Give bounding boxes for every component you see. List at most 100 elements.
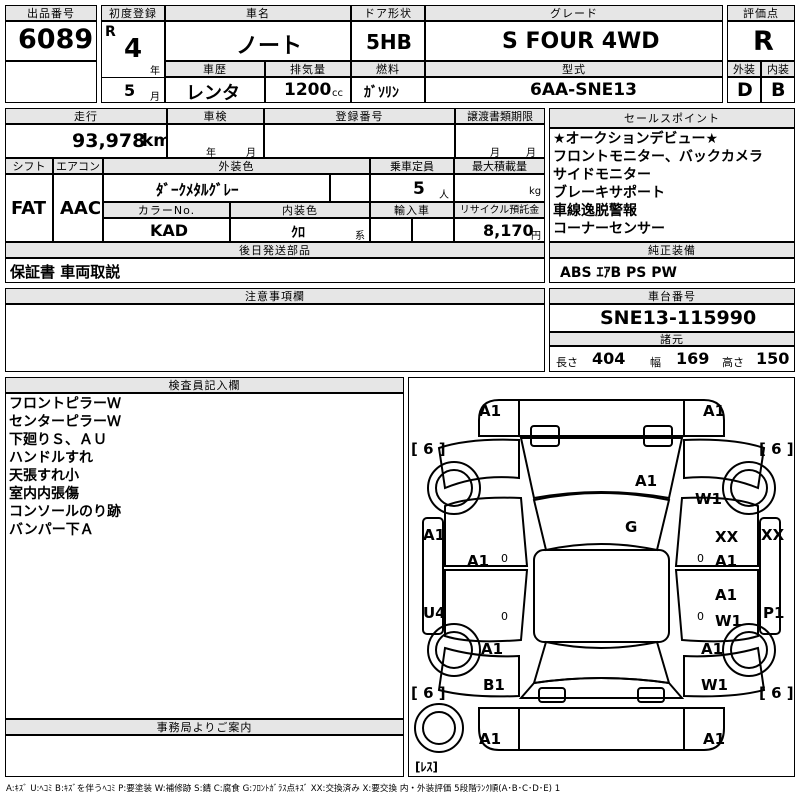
damage-mark: B1	[483, 676, 505, 694]
equipment-value: ABS ｴｱB PS PW	[560, 265, 677, 281]
caution-label: 注意事項欄	[5, 288, 545, 304]
inspection-label: 車検	[167, 108, 264, 124]
sales-points-box: ★オークションデビュー★フロントモニター、バックカメラサイドモニターブレーキサポ…	[549, 128, 795, 242]
recycle-fee-label: リサイクル預託金	[454, 202, 545, 218]
damage-mark: A1	[635, 472, 658, 490]
person-unit: 人	[439, 190, 449, 201]
sales-point-item: ★オークションデビュー★	[553, 131, 719, 147]
dimensions-label: 諸元	[549, 332, 795, 346]
int-color-label: 内装色	[230, 202, 370, 218]
handle-mark: 0	[501, 610, 508, 623]
inspector-label: 検査員記入欄	[5, 377, 404, 393]
interior-label: 内装	[761, 61, 795, 77]
reg-no-cell	[264, 124, 455, 158]
cc-unit: cc	[332, 88, 343, 99]
length-label: 長さ	[556, 356, 578, 369]
aircon-value: AAC	[60, 198, 102, 219]
ext-color-cell: ﾀﾞｰｸﾒﾀﾙｸﾞﾚｰ	[103, 174, 330, 202]
sales-point-item: コーナーセンサー	[553, 221, 665, 237]
width-label: 幅	[650, 356, 661, 369]
km-unit: km	[142, 131, 172, 151]
max-load-cell: kg	[454, 174, 545, 202]
fuel-label: 燃料	[351, 61, 425, 77]
history-cell: レンタ	[165, 77, 265, 104]
damage-mark: A1	[701, 640, 724, 658]
ext-color-label: 外装色	[103, 158, 370, 174]
exterior-value: D	[737, 79, 753, 101]
damage-mark: W1	[715, 612, 742, 630]
car-diagram: [ 6 ] [ 6 ] [ 6 ] [ 6 ] [ﾚｽ] A1 A1 A1 W1…	[408, 377, 795, 777]
height-label: 高さ	[722, 356, 744, 369]
sales-point-item: 車線逸脱警報	[553, 203, 637, 219]
transfer-month-unit: 月	[490, 148, 500, 159]
width-value: 169	[676, 349, 710, 368]
inspection-month-unit: 月	[246, 148, 256, 159]
damage-mark: A1	[479, 730, 502, 748]
inspection-year-unit: 年	[206, 148, 216, 159]
int-color-value: ｸﾛ	[291, 225, 305, 241]
grade-label: グレード	[425, 5, 723, 21]
model-label: 型式	[425, 61, 723, 77]
displacement-label: 排気量	[265, 61, 351, 77]
damage-mark: W1	[695, 490, 722, 508]
reg-no-label: 登録番号	[264, 108, 455, 124]
score-value: R	[753, 26, 774, 57]
exterior-label: 外装	[727, 61, 761, 77]
height-value: 150	[756, 349, 790, 368]
capacity-cell: 5 人	[370, 174, 454, 202]
ext-color-value: ﾀﾞｰｸﾒﾀﾙｸﾞﾚｰ	[156, 181, 239, 199]
first-reg-month: 5	[124, 81, 136, 100]
car-name-value: ノート	[236, 34, 303, 59]
year-unit: 年	[150, 66, 160, 77]
equipment-label: 純正装備	[549, 242, 795, 258]
damage-legend: A:ｷｽﾞ U:ﾍｺﾐ B:ｷｽﾞを伴うﾍｺﾐ P:要塗装 W:補修跡 S:錆 …	[6, 784, 561, 794]
chassis-no-label: 車台番号	[549, 288, 795, 304]
model-cell: 6AA-SNE13	[425, 77, 723, 103]
recycle-fee-value: 8,170	[483, 221, 534, 240]
shift-label: シフト	[5, 158, 53, 174]
transfer-deadline-label: 譲渡書類期限	[455, 108, 545, 124]
import-label: 輸入車	[370, 202, 454, 218]
displacement-value: 1200	[284, 80, 332, 100]
handle-mark: 0	[697, 552, 704, 565]
damage-mark: XX	[761, 526, 785, 544]
damage-mark: G	[625, 518, 638, 536]
first-reg-year: 4	[124, 34, 143, 64]
caution-box	[5, 304, 545, 372]
capacity-label: 乗車定員	[370, 158, 454, 174]
car-name-label: 車名	[165, 5, 351, 21]
office-notice-label: 事務局よりご案内	[5, 719, 404, 735]
door-type-value: 5HB	[366, 30, 412, 54]
lot-no-label: 出品番号	[5, 5, 97, 21]
damage-mark: A1	[703, 730, 726, 748]
sales-point-item: フロントモニター、バックカメラ	[553, 149, 763, 165]
yen-unit: 円	[531, 231, 541, 242]
mileage-cell: 93,978 km	[5, 124, 171, 158]
lot-no-blank	[5, 61, 97, 103]
first-reg-month-cell: 5 月	[101, 77, 165, 103]
color-no-cell: KAD	[103, 218, 230, 242]
spare-tire-label: [ﾚｽ]	[415, 760, 438, 774]
color-no-label: カラーNo.	[103, 202, 230, 218]
inspector-note-item: センターピラーＷ	[9, 414, 121, 430]
door-type-label: ドア形状	[351, 5, 425, 21]
month-unit: 月	[150, 92, 160, 103]
sales-point-item: ブレーキサポート	[553, 185, 665, 201]
office-notice-box	[5, 735, 404, 777]
series-unit: 系	[355, 231, 365, 242]
history-value: レンタ	[186, 83, 240, 104]
displacement-cell: 1200 cc	[265, 77, 351, 103]
tire-depth-front-left: [ 6 ]	[411, 440, 446, 458]
inspector-note-item: 下廻りＳ、ＡＵ	[9, 432, 107, 448]
later-items-cell: 保証書 車両取説	[5, 258, 545, 283]
later-items-label: 後日発送部品	[5, 242, 545, 258]
car-diagram-outline	[414, 399, 781, 753]
interior-value: B	[771, 79, 786, 101]
mileage-label: 走行	[5, 108, 167, 124]
color-no-value: KAD	[150, 221, 189, 240]
model-value: 6AA-SNE13	[530, 80, 637, 100]
aircon-label: エアコン	[53, 158, 103, 174]
transfer-day-unit: 月	[526, 148, 536, 159]
damage-mark: A1	[467, 552, 490, 570]
shift-cell: FAT	[5, 174, 53, 242]
